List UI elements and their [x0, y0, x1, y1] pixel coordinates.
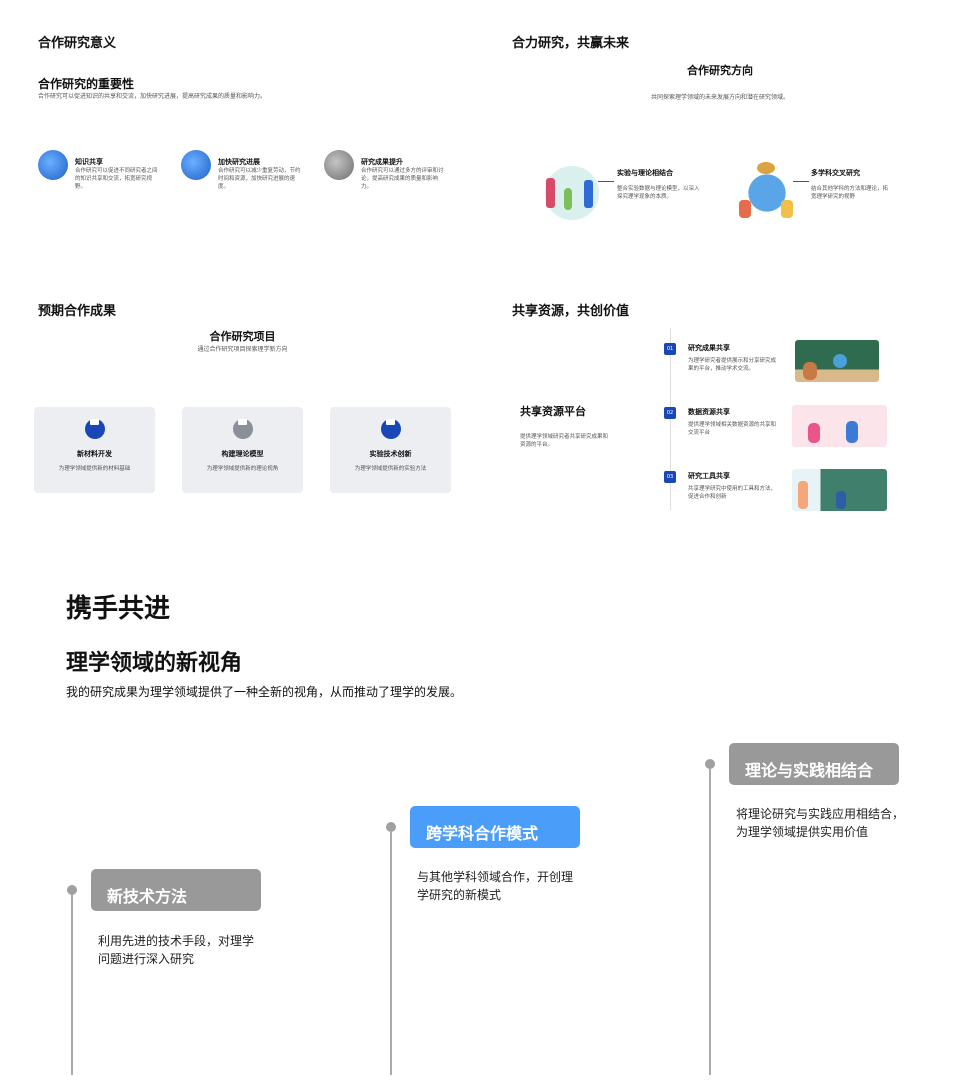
card-title: 新材料开发: [77, 450, 112, 458]
card-title: 实验技术创新: [369, 450, 412, 458]
project-card-theory-model: 构建理论模型 为理学领域提供新的理论视角: [182, 407, 303, 493]
document-icon: [84, 419, 105, 439]
globe-cart-icon: [324, 150, 354, 180]
num-badge: 01: [664, 343, 676, 355]
card-desc: 为理学领域提供新的理论视角: [206, 466, 279, 472]
num-badge: 02: [664, 407, 676, 419]
card-title: 构建理论模型: [221, 450, 264, 458]
resource-title: 研究工具共享: [688, 472, 730, 480]
platform-desc: 提供理学领域研究者共享研究成果和资源的平台。: [520, 434, 609, 448]
direction-desc: 整合实验数据与理论模型，以深入探究理学现象的本质。: [617, 186, 700, 200]
illustration-lab-people: [536, 160, 608, 226]
section-title-significance: 合作研究意义: [38, 36, 117, 51]
timeline-divider: [670, 328, 671, 510]
section-heading-projects: 合作研究项目: [209, 330, 276, 343]
feature-title: 加快研究进展: [218, 158, 260, 166]
direction-title: 实验与理论相结合: [617, 169, 673, 177]
platform-title: 共享资源平台: [520, 405, 586, 418]
card-desc: 为理学领域提供新的实验方法: [354, 466, 427, 472]
section-title-future: 合力研究，共赢未来: [512, 36, 630, 51]
card-desc: 为理学领域提供新的材料基础: [58, 466, 131, 472]
section-desc-importance: 合作研究可以促进知识的共享和交流，加快研究进展，提高研究成果的质量和影响力。: [38, 93, 267, 100]
num-badge: 03: [664, 471, 676, 483]
feature-desc: 合作研究可以促进不同研究者之间的知识共享和交流，拓宽研究视野。: [75, 168, 158, 190]
globe-cart-icon: [38, 150, 68, 180]
timeline-dot: [67, 885, 77, 895]
timeline-label-new-tech: 新技术方法: [91, 869, 261, 911]
resource-desc: 共享理学研究中使用的工具和方法，促进合作和创新: [688, 486, 777, 500]
direction-desc: 结合其他学科的方法和理论，拓宽理学研究的视野: [811, 186, 889, 200]
timeline-dot: [705, 759, 715, 769]
feature-desc: 合作研究可以减少重复劳动，节约时间和资源，加快研究进展的速度。: [218, 168, 301, 190]
connector-line: [793, 181, 809, 182]
section-desc-direction: 共同探索理学领域的未来发展方向和潜在研究领域。: [650, 94, 789, 101]
globe-cart-icon: [181, 150, 211, 180]
slide-subtitle: 理学领域的新视角: [66, 651, 243, 676]
illustration-kids-globe: [735, 160, 799, 226]
resource-title: 数据资源共享: [688, 408, 730, 416]
illustration-kids-formulas: [792, 405, 887, 447]
timeline-desc: 利用先进的技术手段，对理学问题进行深入研究: [98, 934, 255, 966]
illustration-classroom: [795, 340, 879, 382]
connector-line: [598, 181, 614, 182]
timeline-desc: 与其他学科领域合作，开创理学研究的新模式: [417, 870, 574, 902]
section-title-outcomes: 预期合作成果: [38, 304, 117, 319]
timeline-label-theory-practice: 理论与实践相结合: [729, 743, 899, 785]
section-heading-importance: 合作研究的重要性: [38, 77, 135, 91]
slide-title: 携手共进: [66, 594, 171, 624]
timeline-line: [71, 895, 73, 1075]
illustration-teacher-board: [792, 469, 887, 511]
direction-title: 多学科交叉研究: [811, 169, 860, 177]
timeline-line: [390, 832, 392, 1075]
resource-desc: 提供理学领域相关数据资源的共享和交流平台: [688, 422, 777, 436]
resource-desc: 为理学研究者提供展示和分享研究成果的平台，推动学术交流。: [688, 358, 777, 372]
timeline-label-interdisciplinary: 跨学科合作模式: [410, 806, 580, 848]
feature-title: 知识共享: [75, 158, 103, 166]
slide-desc: 我的研究成果为理学领域提供了一种全新的视角，从而推动了理学的发展。: [66, 685, 463, 699]
project-card-new-materials: 新材料开发 为理学领域提供新的材料基础: [34, 407, 155, 493]
project-card-experiment-tech: 实验技术创新 为理学领域提供新的实验方法: [330, 407, 451, 493]
section-heading-direction: 合作研究方向: [687, 64, 753, 77]
document-icon: [380, 419, 401, 439]
document-icon: [232, 419, 253, 439]
resource-title: 研究成果共享: [688, 344, 730, 352]
timeline-line: [709, 769, 711, 1075]
feature-desc: 合作研究可以通过多方的评审和讨论，提高研究成果的质量和影响力。: [361, 168, 444, 190]
feature-title: 研究成果提升: [361, 158, 403, 166]
timeline-desc: 将理论研究与实践应用相结合，为理学领域提供实用价值: [736, 807, 905, 839]
timeline-dot: [386, 822, 396, 832]
section-title-share: 共享资源，共创价值: [512, 304, 630, 319]
section-desc-projects: 通过合作研究项目探索理学新方向: [197, 346, 288, 353]
